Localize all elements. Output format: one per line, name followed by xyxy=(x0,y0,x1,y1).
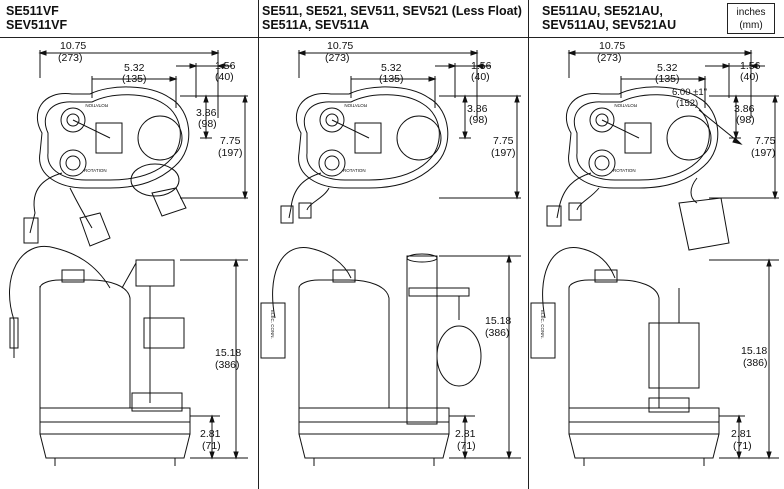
panel-1-depth-mm: (98) xyxy=(198,118,217,130)
panel-3-edge-mm: (40) xyxy=(740,71,759,83)
panel-3-elec-conn-label: ELEC. CONN. xyxy=(540,310,545,339)
panel-1-offset-mm: (135) xyxy=(122,73,147,85)
panel-3-title: SE511AU, SE521AU, SEV511AU, SEV521AU xyxy=(542,4,676,32)
panel-2-drawing: 10.75 (273) 5.32 (135) 1.56 (40) 3.86 (9… xyxy=(260,40,521,466)
panel-3-rotation-label-b: ROTATION xyxy=(613,168,636,173)
panel-divider-1 xyxy=(258,0,259,489)
panel-3-model-line2: SEV511AU, SEV521AU xyxy=(542,18,677,32)
panel-1-edge-in: 1.56 xyxy=(215,60,236,72)
panel-3-height-in: 15.18 xyxy=(741,345,767,357)
panel-1-title: SE511VF SEV511VF xyxy=(6,4,67,32)
panel-2-depth-mm: (98) xyxy=(469,114,488,126)
frame-top-rule xyxy=(0,37,784,487)
panel-1-edge-mm: (40) xyxy=(215,71,234,83)
panel-3-width-in: 10.75 xyxy=(599,40,625,52)
panel-1-width-in: 10.75 xyxy=(60,40,86,52)
panel-3-width-mm: (273) xyxy=(597,52,622,64)
panel-3-drawing: 10.75 (273) 5.32 (135) 1.56 (40) 6.00 ±1… xyxy=(530,40,779,466)
units-legend: inches (mm) xyxy=(727,3,775,34)
panel-3-model-line1: SE511AU, SE521AU, xyxy=(542,4,663,18)
panel-3-offset-in: 5.32 xyxy=(657,62,678,74)
panel-3-depth-in: 3.86 xyxy=(734,103,755,115)
panel-2-model-line1: SE511, SE521, SEV511, SEV521 (Less Float… xyxy=(262,4,522,18)
panel-1-rotation-label-b: ROTATION xyxy=(84,168,107,173)
panel-3-offset-mm: (135) xyxy=(655,73,680,85)
panel-3-edge-in: 1.56 xyxy=(740,60,761,72)
panel-2-height-in: 15.18 xyxy=(485,315,511,327)
panel-1-drawing: 10.75 (273) 5.32 (135) 1.56 (40) 3.86 (9… xyxy=(9,40,248,466)
panel-2-elec-conn-label: ELEC. CONN. xyxy=(270,310,275,339)
panel-1-total-in: 7.75 xyxy=(220,135,241,147)
units-inches: inches xyxy=(736,7,766,18)
panel-2-rotation-label-b: ROTATION xyxy=(343,168,366,173)
panel-2-height-mm: (386) xyxy=(485,327,510,339)
panel-2-rotation-label-a: ROTATION xyxy=(344,103,367,108)
panel-1-width-mm: (273) xyxy=(58,52,83,64)
panel-2-offset-mm: (135) xyxy=(379,73,404,85)
panel-2-base-mm: (71) xyxy=(457,440,476,452)
panel-1-base-in: 2.81 xyxy=(200,428,221,440)
panel-1-height-mm: (386) xyxy=(215,359,240,371)
panel-1-rotation-label-a: ROTATION xyxy=(85,103,108,108)
panel-3-base-in: 2.81 xyxy=(731,428,752,440)
panel-1-model-line2: SEV511VF xyxy=(6,18,68,32)
panel-3-rotation-label-a: ROTATION xyxy=(614,103,637,108)
panel-3-total-mm: (197) xyxy=(751,147,776,159)
panel-2-total-in: 7.75 xyxy=(493,135,514,147)
panel-3-cord-mm: (152) xyxy=(676,98,698,109)
panel-2-title: SE511, SE521, SEV511, SEV521 (Less Float… xyxy=(262,4,522,32)
panel-1-base-mm: (71) xyxy=(202,440,221,452)
panel-divider-2 xyxy=(528,0,529,489)
panel-1-depth-in: 3.86 xyxy=(196,107,217,119)
panel-2-offset-in: 5.32 xyxy=(381,62,402,74)
panel-2-base-in: 2.81 xyxy=(455,428,476,440)
panel-2-total-mm: (197) xyxy=(491,147,516,159)
panel-3-base-mm: (71) xyxy=(733,440,752,452)
panel-2-width-in: 10.75 xyxy=(327,40,353,52)
panel-3-height-mm: (386) xyxy=(743,357,768,369)
panel-1-offset-in: 5.32 xyxy=(124,62,145,74)
panel-3-total-in: 7.75 xyxy=(755,135,776,147)
panel-1-height-in: 15.18 xyxy=(215,347,241,359)
panel-2-depth-in: 3.86 xyxy=(467,103,488,115)
panel-2-model-line2: SE511A, SEV511A xyxy=(262,18,370,32)
panel-1-model-line1: SE511VF xyxy=(6,4,59,18)
panel-3-cord-in: 6.00 ±1" xyxy=(672,87,707,98)
panel-2-edge-mm: (40) xyxy=(471,71,490,83)
units-mm: (mm) xyxy=(739,20,763,31)
panel-3-depth-mm: (98) xyxy=(736,114,755,126)
panel-1-total-mm: (197) xyxy=(218,147,243,159)
panel-2-edge-in: 1.56 xyxy=(471,60,492,72)
panel-2-width-mm: (273) xyxy=(325,52,350,64)
